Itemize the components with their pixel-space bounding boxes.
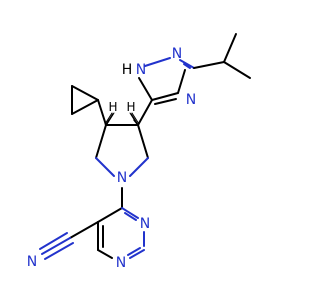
nitrile-n-label: N xyxy=(27,254,37,270)
isopropyl-group xyxy=(193,33,251,79)
pyrimidine-n1-label: N xyxy=(140,216,150,232)
triazole-nh-h-label: H xyxy=(122,62,133,78)
pyrimidine-n3-label: N xyxy=(116,255,126,271)
cyclopropyl-ring xyxy=(71,85,107,126)
nitrile-group xyxy=(39,221,99,260)
structure-canvas: H H N H N N N xyxy=(27,33,251,271)
stereo-h-right-label: H xyxy=(126,100,135,114)
triazole-n2-label: N xyxy=(172,46,182,62)
pyrimidine-ring xyxy=(97,207,145,259)
triazole-ring xyxy=(138,57,195,105)
pyrrolidine-n-label: N xyxy=(117,170,127,186)
triazole-n4-label: N xyxy=(186,92,196,108)
stereo-hatch-left xyxy=(104,112,115,126)
pyrrolidine-ring xyxy=(95,124,149,177)
triazole-nh-n-label: N xyxy=(136,62,146,78)
stereo-hatch-right xyxy=(129,112,140,126)
molecule-diagram: H H N H N N N xyxy=(27,33,251,271)
stereo-h-left-label: H xyxy=(108,100,117,114)
bond-pyrrolidine-triazole xyxy=(137,99,153,126)
